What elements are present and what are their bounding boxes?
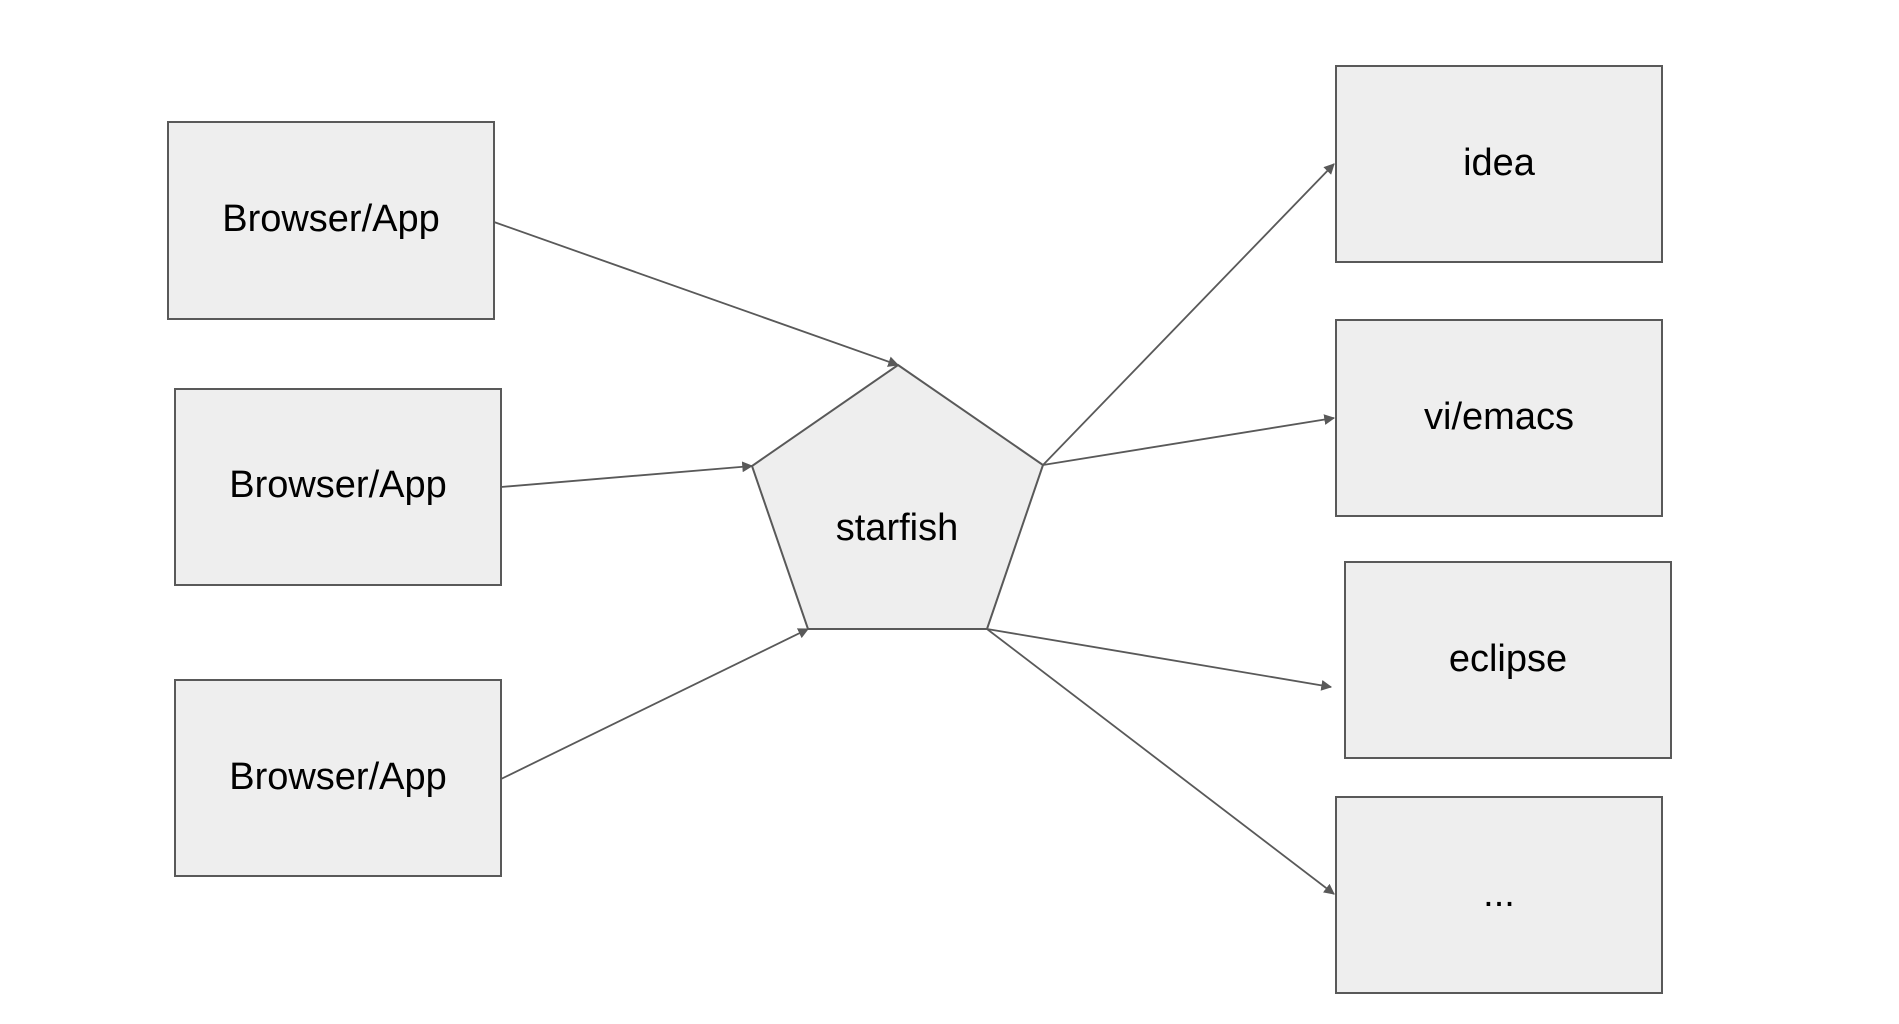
edge-starfish-to-vi-emacs: [1042, 414, 1336, 466]
client-node-1: Browser/App: [167, 121, 495, 320]
edge-starfish-to-eclipse: [986, 628, 1333, 691]
client-label-2: Browser/App: [229, 464, 447, 506]
editor-label-ellipsis: ...: [1483, 873, 1515, 915]
edge-client-3-to-starfish: [500, 628, 809, 780]
starfish-pentagon: [750, 363, 1045, 630]
client-label-1: Browser/App: [222, 198, 440, 240]
edge-starfish-to-idea: [1042, 163, 1335, 466]
editor-label-vi-emacs: vi/emacs: [1424, 396, 1574, 438]
editor-node-vi-emacs: vi/emacs: [1335, 319, 1663, 517]
client-node-3: Browser/App: [174, 679, 502, 877]
editor-node-idea: idea: [1335, 65, 1663, 263]
editor-box-vi-emacs: [1335, 319, 1663, 517]
editor-node-eclipse: eclipse: [1344, 561, 1672, 759]
edges-inbound: [493, 221, 900, 780]
edge-client-2-to-starfish: [500, 461, 754, 488]
client-box-3: [174, 679, 502, 877]
editor-box-idea: [1335, 65, 1663, 263]
edge-client-1-to-starfish: [493, 221, 900, 367]
edge-starfish-to-ellipsis: [986, 628, 1335, 895]
client-box-2: [174, 388, 502, 586]
editor-label-eclipse: eclipse: [1449, 638, 1567, 680]
editor-node-ellipsis: ...: [1335, 796, 1663, 994]
client-box-1: [167, 121, 495, 320]
editor-label-idea: idea: [1463, 142, 1536, 184]
edges-outbound: [986, 163, 1336, 895]
client-node-2: Browser/App: [174, 388, 502, 586]
client-label-3: Browser/App: [229, 756, 447, 798]
starfish-label: starfish: [836, 507, 958, 549]
starfish-node: starfish: [750, 363, 1045, 630]
editor-box-ellipsis: [1335, 796, 1663, 994]
editor-box-eclipse: [1344, 561, 1672, 759]
